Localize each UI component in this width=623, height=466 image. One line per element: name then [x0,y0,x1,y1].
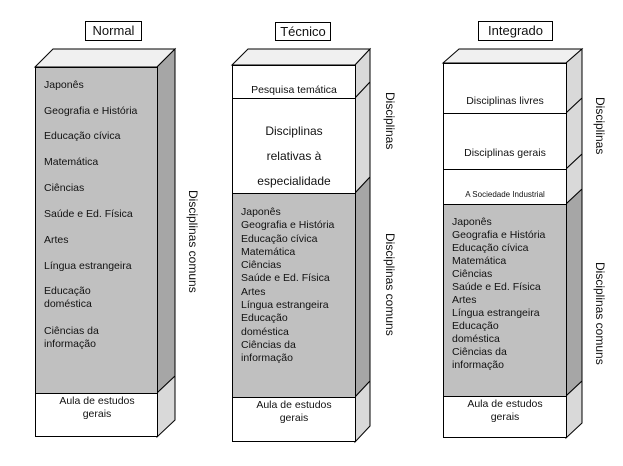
subject: Artes [44,234,69,246]
subject-list: Japonês Geografia e História Educação cí… [452,216,545,372]
disciplines-label: Disciplinas [383,92,397,150]
integrado-top-face [441,48,584,64]
subject: Educação [452,320,499,332]
subject: Língua estrangeira [241,299,329,312]
subject: Japonês [44,79,84,91]
subject: Ciências [241,259,282,272]
integrado-industrial-block: A Sociedade Industrial [443,169,567,205]
integrado-bottom-block: Aula de estudos gerais [443,396,567,438]
subject: Educação doméstica [44,285,92,310]
subject: Educação cívica [241,232,318,245]
subject: Japonês [452,216,492,228]
subject: Ciências [452,268,493,280]
subject: Educação [241,312,288,325]
subject: Educação cívica [44,130,121,142]
common-disciplines-label: Disciplinas comuns [593,262,607,365]
general-studies-label: Aula de estudos gerais [256,399,332,424]
subject: Educação cívica [452,242,529,254]
tecnico-common-block: Japonês Geografia e História Educação cí… [232,193,356,398]
section-label: Disciplinas gerais [464,147,546,159]
column-title-normal: Normal [85,21,142,41]
subject: Ciências da [452,346,507,358]
subject: Geografia e História [241,219,335,232]
integrado-side-gray [565,187,583,398]
subject: Artes [241,285,266,298]
subject: Matemática [44,156,99,168]
subject: Ciências da informação [44,325,99,350]
subject: Ciências [44,182,85,194]
column-title-integrado: Integrado [478,21,553,41]
general-studies-label: Aula de estudos gerais [467,398,543,423]
subject-list: Japonês Geografia e História Educação cí… [241,206,334,366]
subject: Matemática [241,245,296,258]
disciplines-label: Disciplinas [593,97,607,155]
subject: informação [452,359,504,371]
normal-top-face [33,48,177,68]
subject: doméstica [452,333,500,345]
subject: Geografia e História [452,229,546,241]
common-disciplines-label: Disciplinas comuns [186,190,200,293]
subject: informação [241,352,293,365]
normal-common-block: Japonês Geografia e História Educação cí… [35,67,158,394]
subject: Artes [452,294,477,306]
section-label: Disciplinas relativas à especialidade [257,124,331,188]
section-label: A Sociedade Industrial [465,190,545,199]
tecnico-side-gray [354,175,371,399]
subject: Saúde e Ed. Física [241,272,330,285]
subject: doméstica [241,325,289,338]
integrado-free-block: Disciplinas livres [443,63,567,114]
column-title-tecnico: Técnico [275,22,331,41]
normal-bottom-block: Aula de estudos gerais [35,393,158,437]
tecnico-research-block: Pesquisa temática [232,65,356,99]
subject: Saúde e Ed. Física [44,208,133,220]
subject: Língua estrangeira [44,260,132,272]
subject: Geografia e História [44,105,138,117]
tecnico-top-face [230,48,372,66]
general-studies-label: Aula de estudos gerais [59,395,135,420]
integrado-common-block: Japonês Geografia e História Educação cí… [443,204,567,397]
subject: Ciências da [241,338,296,351]
tecnico-bottom-block: Aula de estudos gerais [232,397,356,442]
section-label: Pesquisa temática [251,84,337,96]
subject: Japonês [241,206,281,218]
subject: Língua estrangeira [452,307,540,319]
section-label: Disciplinas livres [466,95,544,107]
subject: Matemática [452,255,507,267]
common-disciplines-label: Disciplinas comuns [383,233,397,336]
subject: Saúde e Ed. Física [452,281,541,293]
tecnico-specialty-block: Disciplinas relativas à especialidade [232,98,356,194]
integrado-general-block: Disciplinas gerais [443,113,567,170]
normal-side-gray [156,47,176,395]
